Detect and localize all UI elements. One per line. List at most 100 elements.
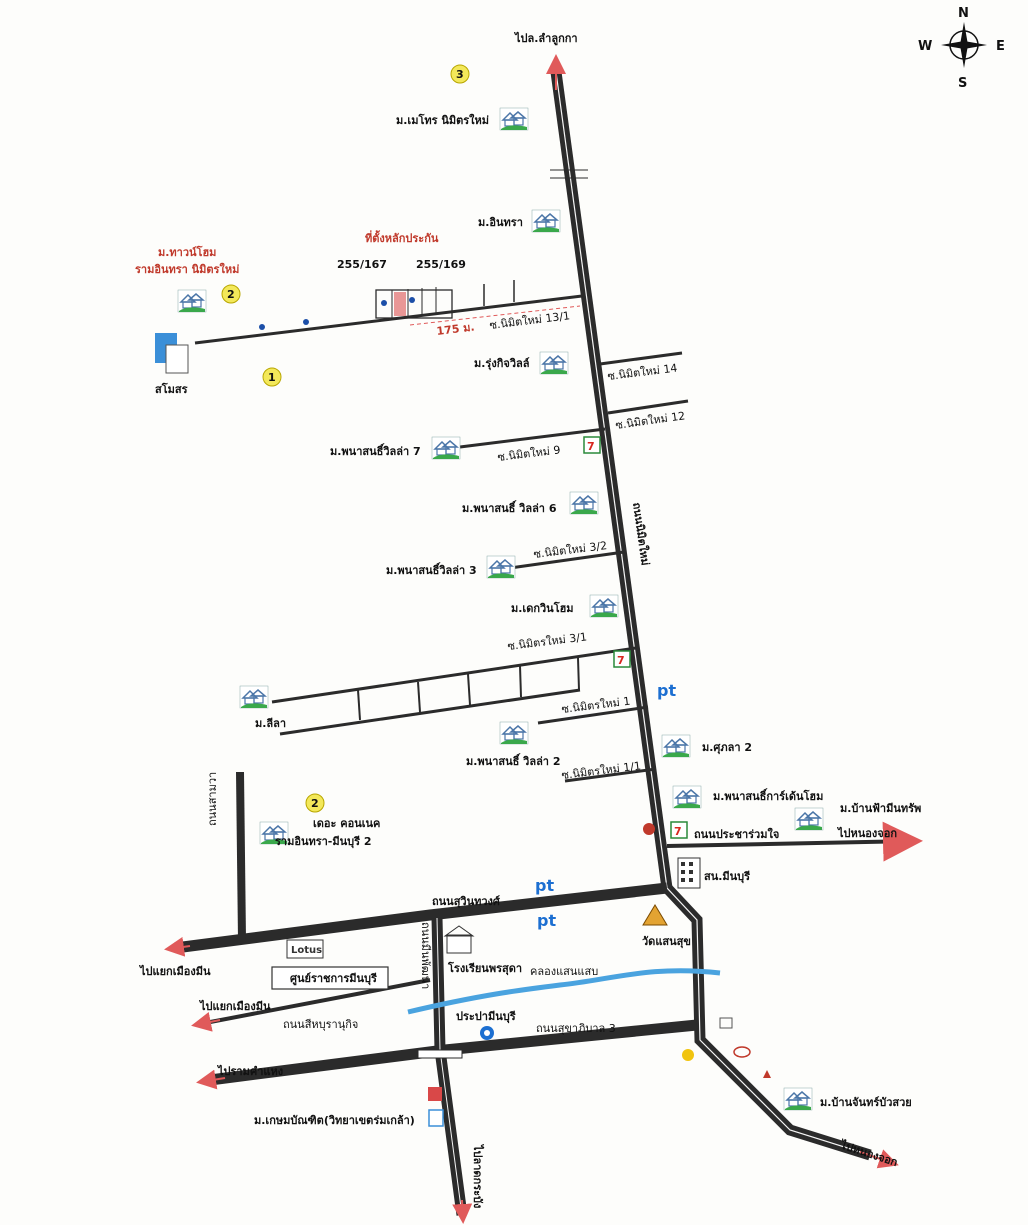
- compass-rose: N S E W: [918, 6, 1005, 91]
- honda-icon: [719, 1017, 733, 1029]
- house-icons: [177, 107, 824, 1111]
- villa6-label: ม.พนาสนธิ์ วิลล่า 6: [462, 500, 557, 515]
- kasem-label: ม.เกษมบัณฑิต(วิทยาเขตร่มเกล้า): [254, 1114, 415, 1127]
- clubhouse-label: สโมสร: [155, 382, 188, 396]
- house-icon: [589, 594, 619, 618]
- school-label: โรงเรียนพรสุดา: [447, 961, 522, 976]
- gov-center-box: [271, 966, 389, 990]
- house-icon: [499, 107, 529, 131]
- canal: [407, 968, 721, 1015]
- seven-eleven-icon: [613, 650, 631, 668]
- villa2-label: ม.พนาสนธิ์ วิลล่า 2: [466, 753, 560, 768]
- compass-w: W: [918, 39, 932, 54]
- villa3-label: ม.พนาสนธิ์วิลล่า 3: [386, 562, 477, 577]
- garden-label: ม.พนาสนธิ์การ์เด้นโฮม: [713, 788, 823, 803]
- seven-eleven-icon: [583, 436, 601, 454]
- house-icon: [177, 289, 207, 313]
- mitsubishi-icon: [763, 1070, 771, 1078]
- dest-north: ไปล.ลำลูกกา: [513, 31, 578, 46]
- road-samwa-label: ถนนสามวา: [206, 772, 219, 826]
- house-icon: [794, 807, 824, 831]
- canal-label: คลองแสนแสบ: [530, 965, 598, 978]
- marker-3: 3: [456, 68, 464, 81]
- road-sukhaphiban3-label: ถนนสุขาภิบาล 3: [536, 1022, 616, 1035]
- suphalai2-label: ม.ศุภลา 2: [702, 741, 752, 755]
- soi-12: [607, 399, 689, 415]
- dest-south: ไปลาดกระบัง: [471, 1143, 485, 1208]
- soi-14: [599, 351, 683, 366]
- school-icon: [446, 934, 472, 954]
- greenhome-label: ม.เดกวินโฮม: [511, 601, 574, 615]
- thelake1-label: เดอะ คอนเนค: [313, 817, 380, 830]
- house-icon: [486, 555, 516, 579]
- thelake2-label: รามอินทรา-มีนบุรี 2: [275, 835, 372, 849]
- house-icon: [672, 785, 702, 809]
- rungkij-label: ม.รุ่งกิจวิลล์: [474, 357, 530, 371]
- soi-3-2: [509, 550, 625, 570]
- kasem-logo: [428, 1087, 442, 1101]
- compass-s: S: [958, 76, 967, 91]
- samwa-road: [236, 771, 246, 941]
- ptt-icon: pt: [657, 681, 676, 700]
- villa7-label: ม.พนาสนธิ์วิลล่า 7: [330, 443, 421, 458]
- dest-southeast: ไปหนองจอก: [837, 1137, 900, 1169]
- svg-text:7: 7: [674, 825, 682, 838]
- suwinthawong-road: [174, 882, 668, 954]
- soi-1-label: ซ.นิมิตรใหม่ 1: [561, 695, 631, 716]
- kesrine-label: ม.บ้านจันทร์บัวสวย: [820, 1096, 912, 1109]
- metro-label: ม.เมโทร นิมิตรใหม่: [396, 113, 489, 127]
- mlisa-label: ม.ลีลา: [255, 717, 286, 730]
- shell-icon: [682, 1049, 694, 1061]
- soi-13-1-label: ซ.นิมิตใหม่ 13/1: [489, 309, 571, 332]
- soi-3-1-a: [271, 646, 637, 704]
- svg-text:7: 7: [587, 440, 595, 453]
- baanfa-label: ม.บ้านฟ้ามีนทรัพ: [840, 802, 921, 815]
- house-icon: [783, 1087, 813, 1111]
- dest-west1: ไปแยกเมืองมีน: [138, 964, 211, 978]
- police-label: สน.มีนบุรี: [704, 870, 750, 884]
- plot-a: 255/167: [337, 258, 387, 271]
- townhouse-title: ม.ทาวน์โฮม: [158, 245, 216, 259]
- dest-west3: ไปรามคำแหง: [216, 1064, 283, 1078]
- road-network: [164, 54, 923, 1224]
- lotus-label: Lotus: [291, 945, 322, 956]
- marker-2b: 2: [311, 797, 319, 810]
- marker-1: 1: [268, 371, 276, 384]
- distance-label: 175 ม.: [436, 320, 476, 338]
- townhouse-sub: รามอินทรา นิมิตรใหม่: [135, 262, 239, 276]
- house-icon: [531, 209, 561, 233]
- lotus-logo: [286, 939, 324, 959]
- prachanruammai-road: [666, 821, 923, 862]
- compass-e: E: [996, 39, 1005, 54]
- soi-1-1: [564, 767, 657, 783]
- road-prachanruammai-label: ถนนประชาร่วมใจ: [694, 827, 779, 841]
- waterworks-label: ประปามีนบุรี: [456, 1010, 516, 1024]
- seven-eleven-icon: [670, 821, 688, 839]
- collateral-header: ที่ตั้งหลักประกัน: [365, 230, 439, 245]
- landmarks: 7 7 7 pt pt pt: [155, 297, 771, 1127]
- plot-b: 255/169: [416, 258, 466, 271]
- road-minpattana-label: ถนนมีนพัฒนา: [419, 922, 432, 989]
- soi-12-label: ซ.นิมิตใหม่ 12: [615, 409, 686, 432]
- temple-label: วัดแสนสุข: [642, 935, 691, 949]
- soi-1-1-label: ซ.นิมิตรใหม่ 1/1: [561, 759, 642, 782]
- soi-3-2-label: ซ.นิมิตใหม่ 3/2: [533, 539, 608, 561]
- house-icon: [431, 436, 461, 460]
- soi-3-1-label: ซ.นิมิตรใหม่ 3/1: [507, 630, 588, 653]
- road-main-label: ถนนนิมิตใหม่: [630, 501, 653, 566]
- compass-n: N: [958, 6, 969, 21]
- bank-icon: [643, 823, 655, 835]
- govcenter-label: ศูนย์ราชการมีนบุรี: [290, 972, 377, 986]
- house-icon: [239, 685, 269, 709]
- road-sihaburanukit-label: ถนนสีหบุรานุกิจ: [283, 1018, 358, 1031]
- house-icon: [539, 351, 569, 375]
- soi-9-label: ซ.นิมิตใหม่ 9: [497, 443, 561, 464]
- house-icon: [661, 734, 691, 758]
- temple-icon: [642, 904, 668, 926]
- sihaburanukit-road: [204, 978, 431, 1025]
- labels: ไปล.ลำลูกกา ไปหนองจอก ไปหนองจอก ไปแยกเมื…: [135, 31, 921, 1208]
- road-suwinthawong-label: ถนนสุวินทวงศ์: [432, 895, 501, 909]
- inthra-label: ม.อินทรา: [478, 216, 523, 229]
